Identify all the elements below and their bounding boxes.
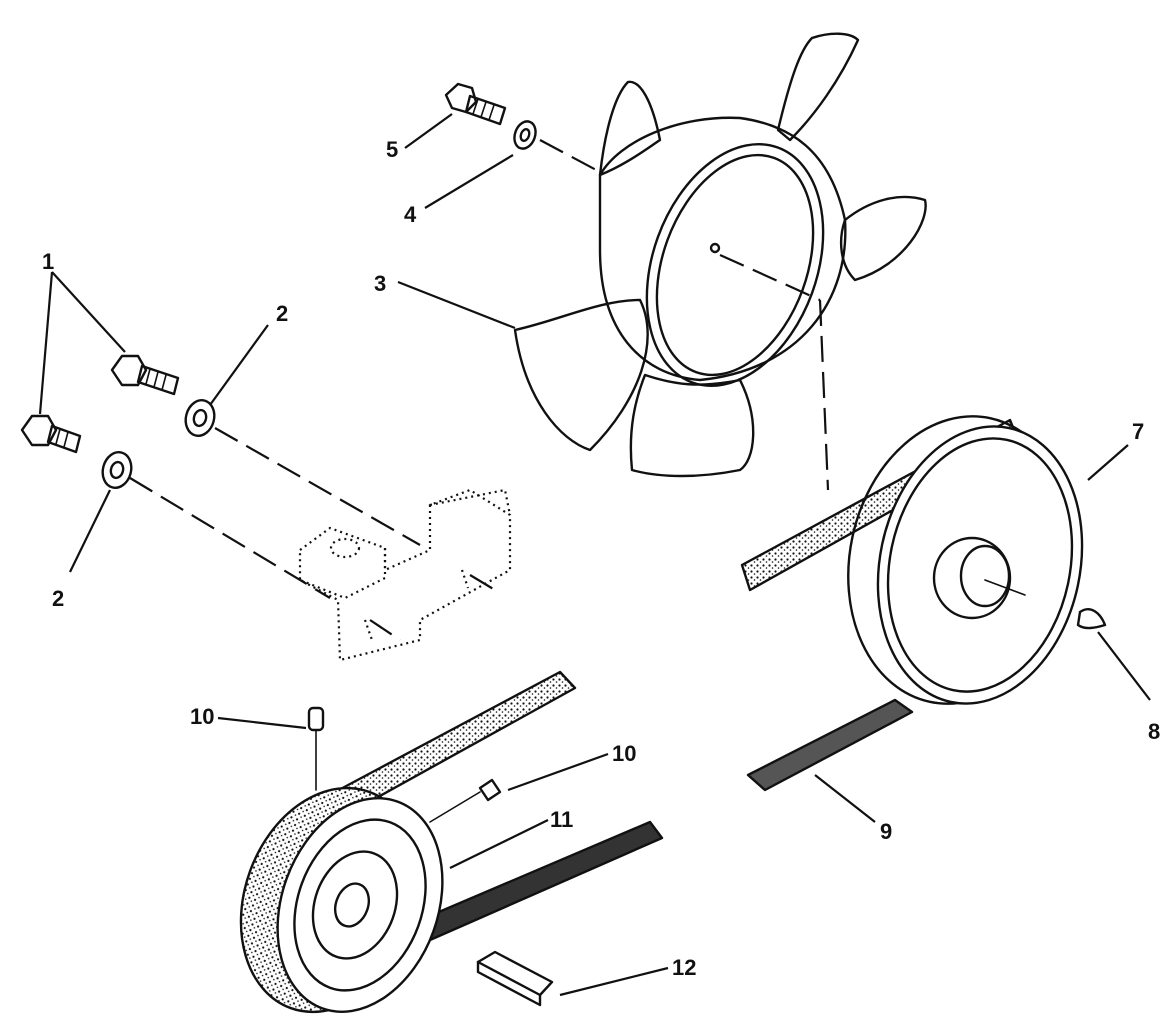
key-8 (1076, 608, 1107, 630)
callout-2-lower: 2 (52, 586, 65, 611)
callout-12: 12 (672, 955, 697, 980)
callout-3: 3 (374, 271, 387, 296)
key-12 (476, 950, 554, 1007)
fan-blade (776, 32, 860, 142)
fan-blade (598, 80, 662, 177)
washer-2-upper (184, 399, 216, 437)
fan-blade (839, 195, 927, 282)
callout-1: 1 (42, 249, 55, 274)
leader-lines (38, 113, 1151, 997)
fan-ring (645, 143, 825, 387)
fan (513, 32, 927, 478)
bolt-1-lower (20, 414, 82, 454)
crank-pulley (239, 670, 664, 1014)
washer-2-lower (101, 451, 133, 489)
set-screw-10-top (307, 706, 325, 791)
fan-ring-inner (655, 153, 815, 377)
callout-2-upper: 2 (276, 301, 289, 326)
callout-10-side: 10 (612, 741, 637, 766)
fan-blade (629, 373, 755, 478)
fan-blade (513, 298, 649, 452)
callout-8: 8 (1148, 719, 1161, 744)
set-screw-10-side (429, 778, 502, 823)
fan-hub-body (598, 116, 847, 382)
callout-10-top: 10 (190, 704, 215, 729)
callout-11: 11 (550, 807, 574, 832)
bolt-5 (444, 82, 507, 126)
mounting-bracket (298, 488, 512, 662)
washer-4 (513, 120, 537, 150)
callout-7: 7 (1132, 419, 1145, 444)
fan-pulley (740, 415, 1084, 705)
callout-4: 4 (404, 202, 417, 227)
fan-center-hole (709, 242, 721, 254)
belt-lower-right (746, 698, 914, 792)
bolt-1-upper (110, 354, 180, 396)
callout-5: 5 (386, 137, 399, 162)
callout-9: 9 (880, 819, 893, 844)
belt-lower-left (418, 820, 664, 942)
